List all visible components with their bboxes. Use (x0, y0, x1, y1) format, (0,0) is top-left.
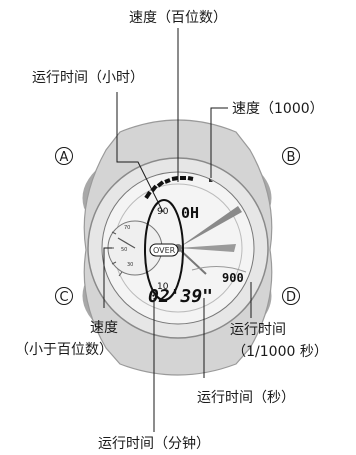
over-box (149, 243, 179, 257)
button-c[interactable]: C (55, 287, 73, 306)
label-speed-1000: 速度（1000） (232, 101, 324, 117)
speed-highlight-ellipse (144, 199, 184, 301)
ms-digits: 900 (222, 271, 244, 285)
leader-run-time-hours (116, 92, 164, 213)
button-a[interactable]: A (55, 147, 73, 166)
sub-dial-left: 70 50 30 (107, 220, 163, 277)
button-c-label: C (59, 290, 68, 305)
sub-70: 70 (124, 225, 130, 231)
label-run-time-seconds: 运行时间（秒） (197, 390, 295, 406)
button-d[interactable]: D (282, 287, 300, 306)
leader-lines (103, 28, 252, 432)
lcd-window: 900 02'39" (148, 266, 247, 307)
label-speed-small-2: （小于百位数） (15, 342, 113, 358)
main-digits: 02'39" (148, 286, 213, 307)
speed-hundreds-bar (144, 176, 194, 200)
button-d-label: D (286, 290, 296, 305)
button-b[interactable]: B (282, 147, 300, 166)
label-run-time-ms-1: 运行时间 (230, 322, 286, 338)
label-run-time-minutes: 运行时间（分钟） (98, 435, 210, 452)
hour-hand (178, 206, 242, 248)
label-speed-small-1: 速度 (90, 320, 118, 336)
dial-10: 10 (157, 282, 169, 292)
minute-hand (178, 244, 236, 252)
speed-1000-marker (209, 178, 213, 182)
upper-digits: 0H (181, 204, 199, 222)
button-b-label: B (287, 150, 296, 165)
button-a-label: A (60, 150, 69, 165)
sub-50: 50 (121, 247, 127, 253)
label-run-time-hours: 运行时间（小时） (32, 70, 144, 86)
sub-30: 30 (127, 262, 133, 268)
leader-speed-1000 (210, 107, 228, 178)
over-label: OVER (153, 246, 176, 255)
leader-speed-small (103, 247, 112, 308)
label-speed-hundreds: 速度（百位数） (129, 10, 227, 26)
label-run-time-ms-2: （1/1000 秒） (232, 344, 328, 360)
